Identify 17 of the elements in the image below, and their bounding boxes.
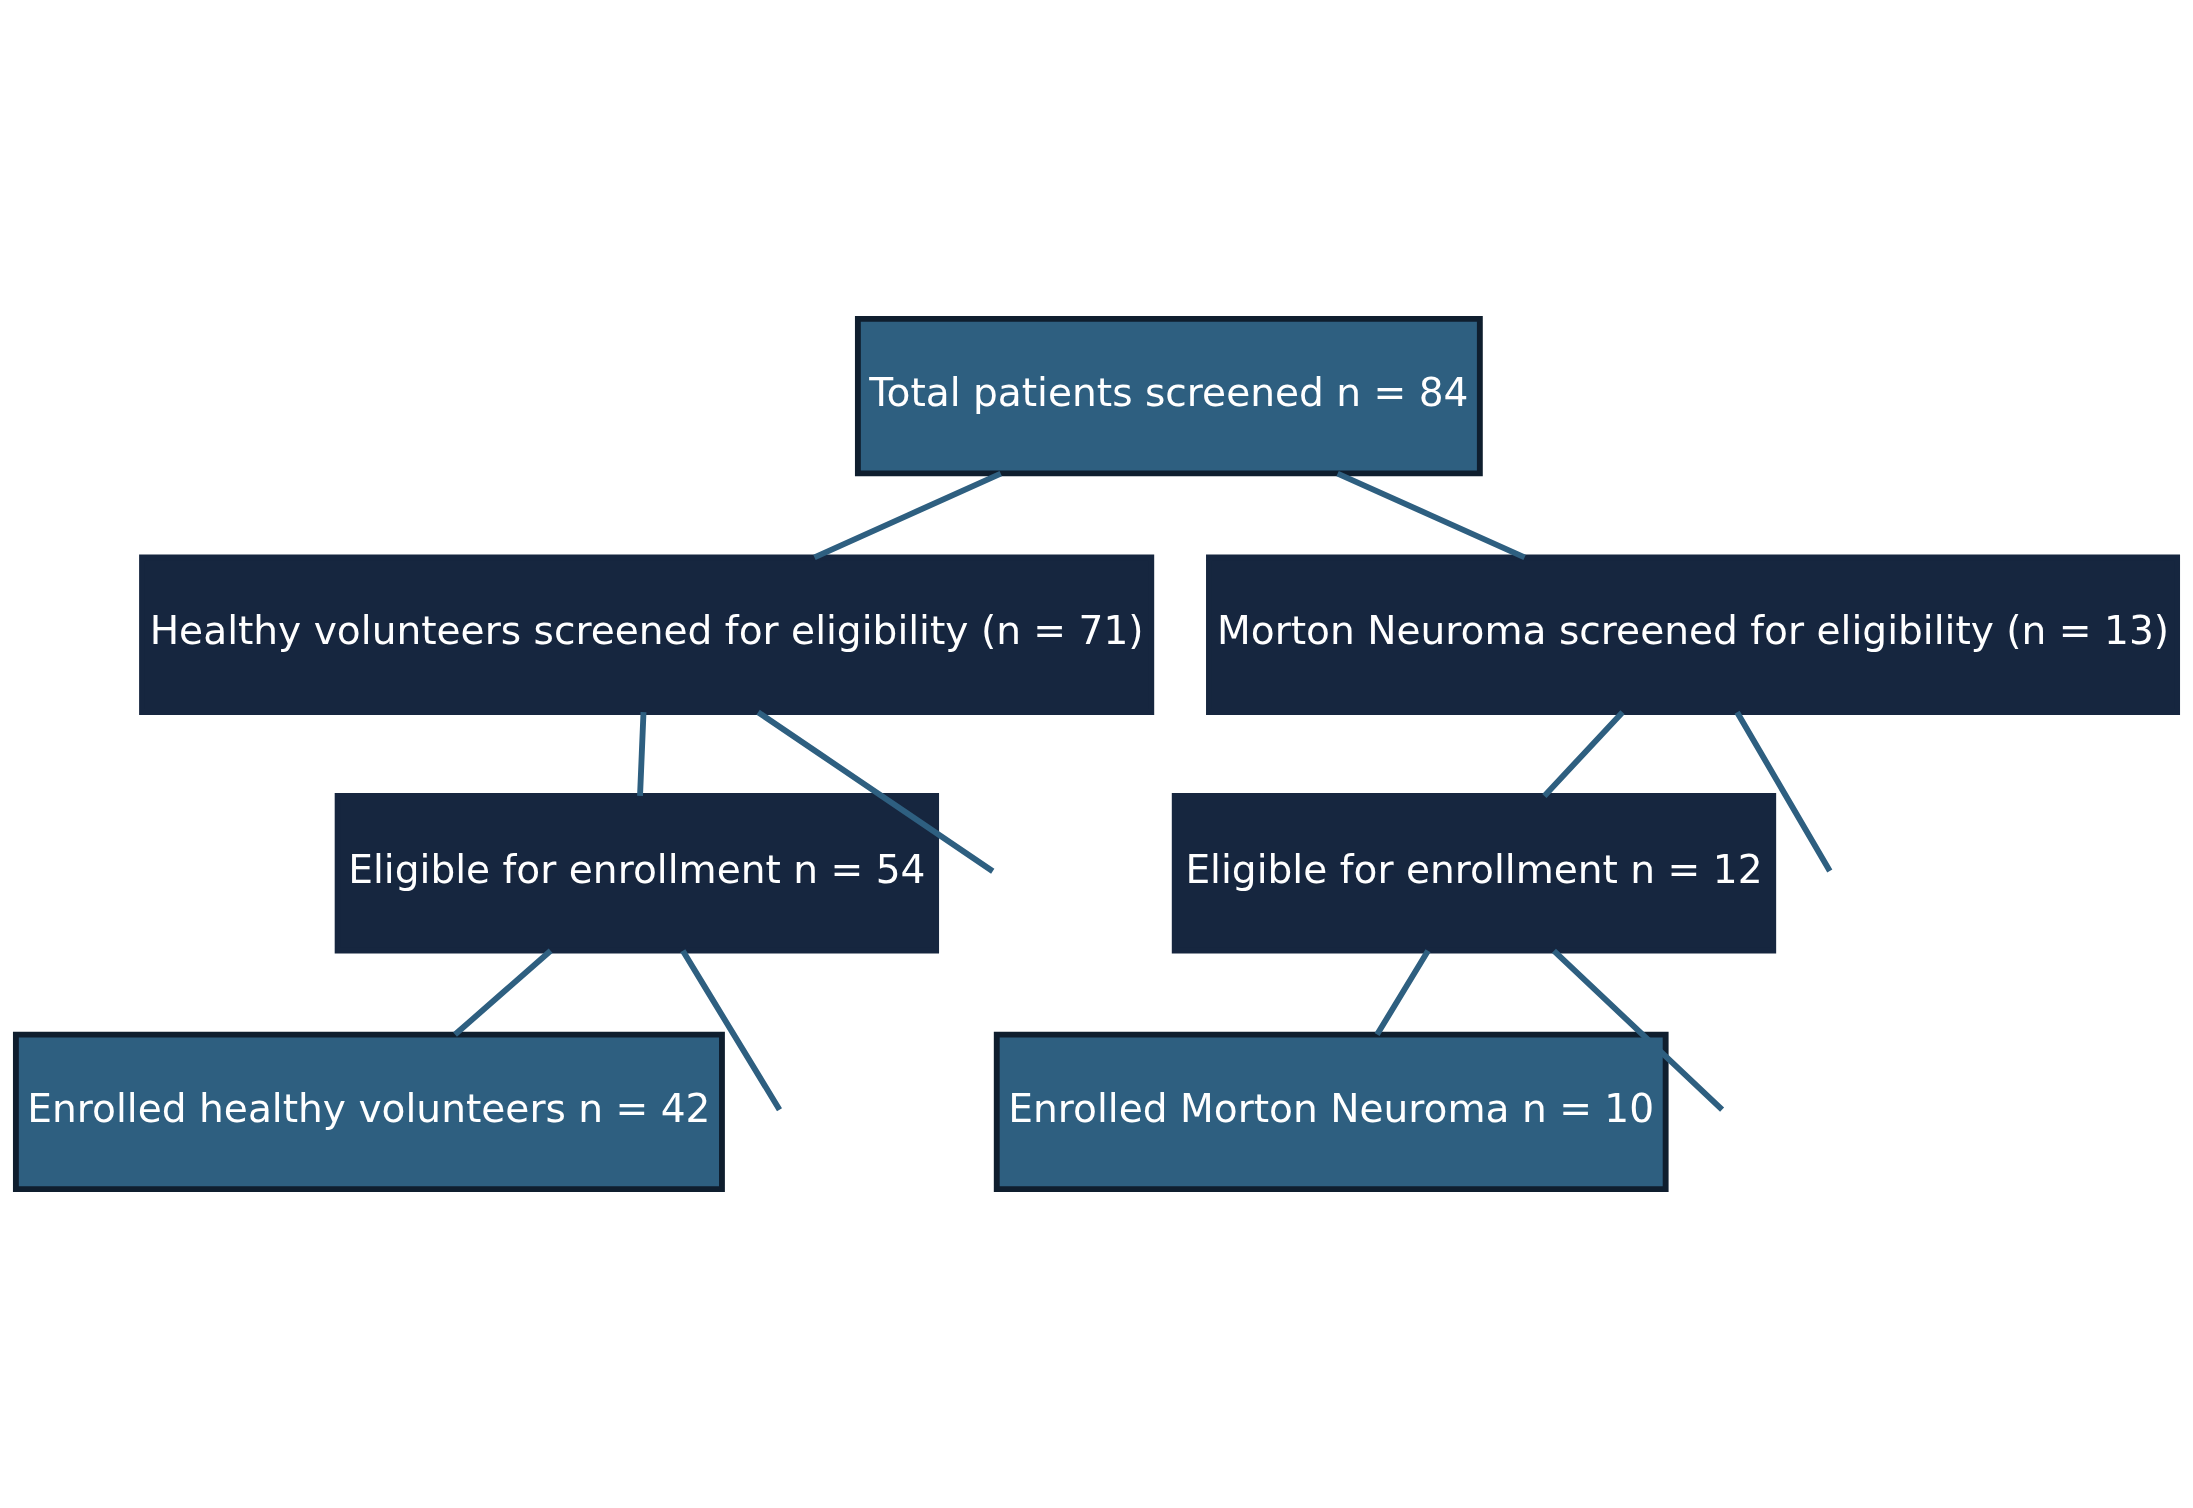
node-box: Eligible for enrollment n = 12	[1171, 793, 1777, 954]
node-box: Enrolled healthy volunteers n = 42	[12, 1031, 725, 1193]
connector	[756, 709, 995, 874]
connector	[1551, 948, 1725, 1112]
connector	[1374, 949, 1431, 1037]
connector	[637, 712, 647, 797]
connector	[680, 949, 782, 1112]
node-box: Enrolled Morton Neuroma n = 10	[993, 1031, 1669, 1193]
connector	[813, 470, 1002, 560]
connector	[1734, 710, 1833, 873]
connector	[1542, 710, 1625, 798]
connector	[1336, 470, 1526, 560]
connector	[453, 948, 553, 1037]
node-box: Morton Neuroma screened for eligibility (n = 13)	[1206, 554, 2181, 715]
node-box: Total patients screened n = 84	[854, 315, 1483, 477]
node-box: Eligible for enrollment n = 54	[334, 793, 940, 954]
node-box: Healthy volunteers screened for eligibility (n = 71)	[139, 554, 1155, 715]
